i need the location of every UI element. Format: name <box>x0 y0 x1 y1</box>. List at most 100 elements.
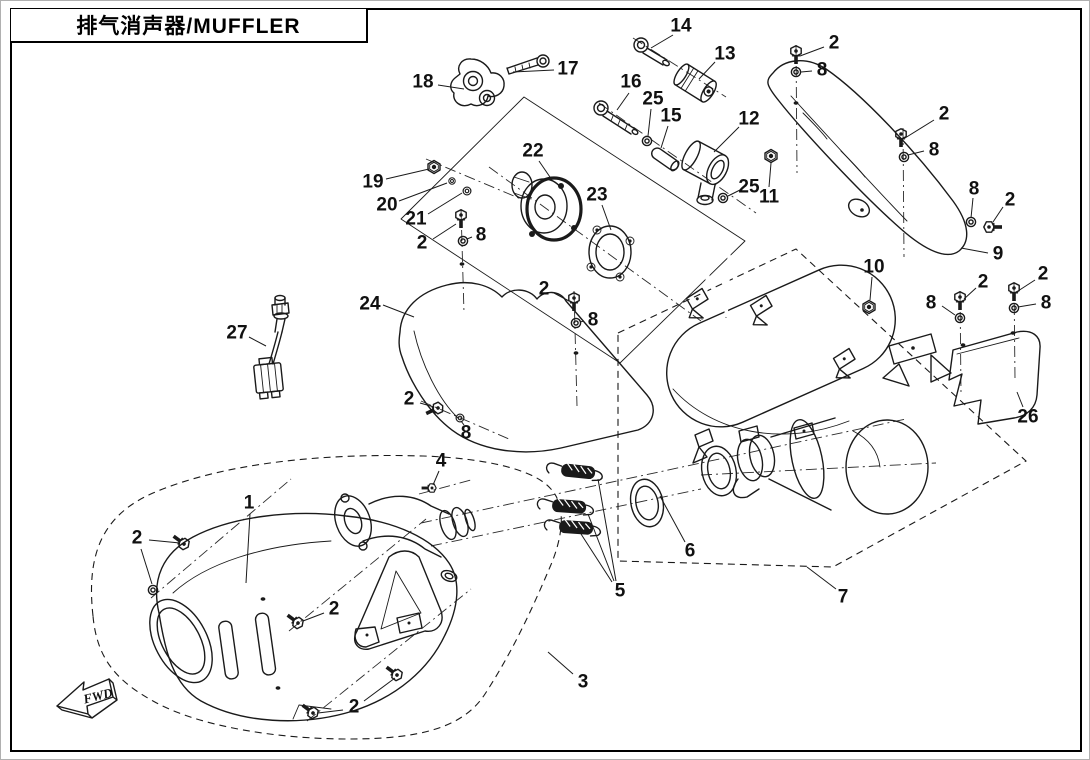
part-number-label: 17 <box>557 59 578 80</box>
part-number-label: 9 <box>993 244 1004 265</box>
leader-line <box>317 709 344 714</box>
leader-line <box>1016 391 1024 408</box>
leader-line <box>616 92 630 111</box>
oxygen-sensor <box>253 294 290 400</box>
part-number-label: 1 <box>244 493 255 514</box>
leader-line <box>960 247 989 254</box>
part-number-label: 25 <box>642 89 664 110</box>
leader-line <box>245 513 251 584</box>
fwd-label: FWD <box>81 685 115 707</box>
part-number-label: 8 <box>588 310 599 331</box>
leader-line <box>941 305 956 316</box>
part-number-label: 8 <box>461 423 472 444</box>
fasteners <box>147 45 1020 721</box>
part-number-label: 2 <box>829 33 840 54</box>
group-outline-flange <box>400 96 746 364</box>
heat-shield-middle <box>398 262 654 453</box>
gasket-23 <box>586 225 635 282</box>
part-number-label: 2 <box>132 528 143 549</box>
part-number-label: 2 <box>1005 190 1016 211</box>
part-number-label: 5 <box>615 581 626 602</box>
muffler-body <box>666 247 952 435</box>
part-number-label: 18 <box>412 72 433 93</box>
part-number-label: 6 <box>685 541 696 562</box>
part-number-label: 11 <box>759 187 780 208</box>
part-number-label: 10 <box>863 257 884 278</box>
leader-line <box>601 204 612 231</box>
leader-line <box>1017 303 1037 308</box>
part-number-label: 13 <box>714 44 735 65</box>
hanger-bracket <box>450 58 505 107</box>
title-box: 排气消声器/MUFFLER <box>11 9 368 43</box>
part-number-label: 2 <box>417 233 428 254</box>
pivot-bracket <box>681 140 730 206</box>
leader-line <box>904 119 935 139</box>
part-number-label: 20 <box>376 195 397 216</box>
rubber-mount <box>673 63 717 103</box>
part-number-label: 2 <box>349 697 360 718</box>
leader-line <box>140 548 153 585</box>
part-number-label: 14 <box>670 16 692 37</box>
leader-line <box>698 61 716 80</box>
part-number-label: 8 <box>969 179 980 200</box>
leader-line <box>538 160 553 181</box>
leader-line <box>799 46 825 57</box>
muffler-inlet-assembly <box>692 417 929 515</box>
leader-line <box>419 402 435 408</box>
parts-artwork: FWD <box>56 37 1041 722</box>
leader-line <box>302 612 325 622</box>
part-number-label: 12 <box>738 109 759 130</box>
part-number-label: 3 <box>578 672 589 693</box>
part-number-label: 19 <box>362 172 383 193</box>
part-number-label: 8 <box>817 60 828 81</box>
part-number-label: 7 <box>838 587 849 608</box>
drawing-frame <box>10 8 1082 752</box>
leader-line <box>963 287 977 300</box>
leader-line <box>800 70 813 73</box>
part-number-label: 27 <box>226 323 247 344</box>
leader-line <box>1017 279 1036 292</box>
part-number-label: 8 <box>926 293 937 314</box>
part-number-label: 4 <box>436 451 447 472</box>
leader-line <box>768 162 772 188</box>
heat-shield-upper <box>767 60 968 256</box>
fwd-arrow: FWD <box>56 678 118 719</box>
leader-line <box>398 182 448 202</box>
part-number-label: 25 <box>738 177 760 198</box>
part-number-label: 2 <box>329 599 340 620</box>
leader-line <box>547 651 574 675</box>
leader-line <box>432 223 457 240</box>
leader-line <box>460 420 465 426</box>
leader-line <box>713 126 740 153</box>
construction-lines <box>90 37 1027 740</box>
leader-line <box>806 566 837 590</box>
leader-line <box>587 513 615 582</box>
leader-line <box>907 150 925 156</box>
bolt-16 <box>593 100 639 136</box>
leader-line <box>432 470 440 486</box>
leader-line <box>382 304 415 318</box>
leader-line <box>512 69 555 73</box>
part-number-label: 15 <box>660 106 682 127</box>
leader-line <box>437 84 465 90</box>
heat-shield-small <box>948 330 1041 425</box>
heat-shield-front <box>149 512 458 722</box>
part-number-label: 23 <box>586 185 607 206</box>
part-number-label: 8 <box>1041 293 1052 314</box>
leader-line <box>660 125 669 149</box>
leader-line <box>727 189 741 197</box>
part-number-label: 16 <box>620 72 641 93</box>
bolt-14 <box>633 37 670 67</box>
part-number-label: 2 <box>1038 264 1049 285</box>
leader-line <box>466 236 473 240</box>
part-number-label: 2 <box>404 389 415 410</box>
exhaust-springs <box>536 459 604 538</box>
part-number-label: 21 <box>405 209 427 230</box>
leader-line <box>992 206 1004 223</box>
leader-line <box>597 478 617 582</box>
leader-line <box>148 539 181 544</box>
leader-line <box>385 168 430 180</box>
